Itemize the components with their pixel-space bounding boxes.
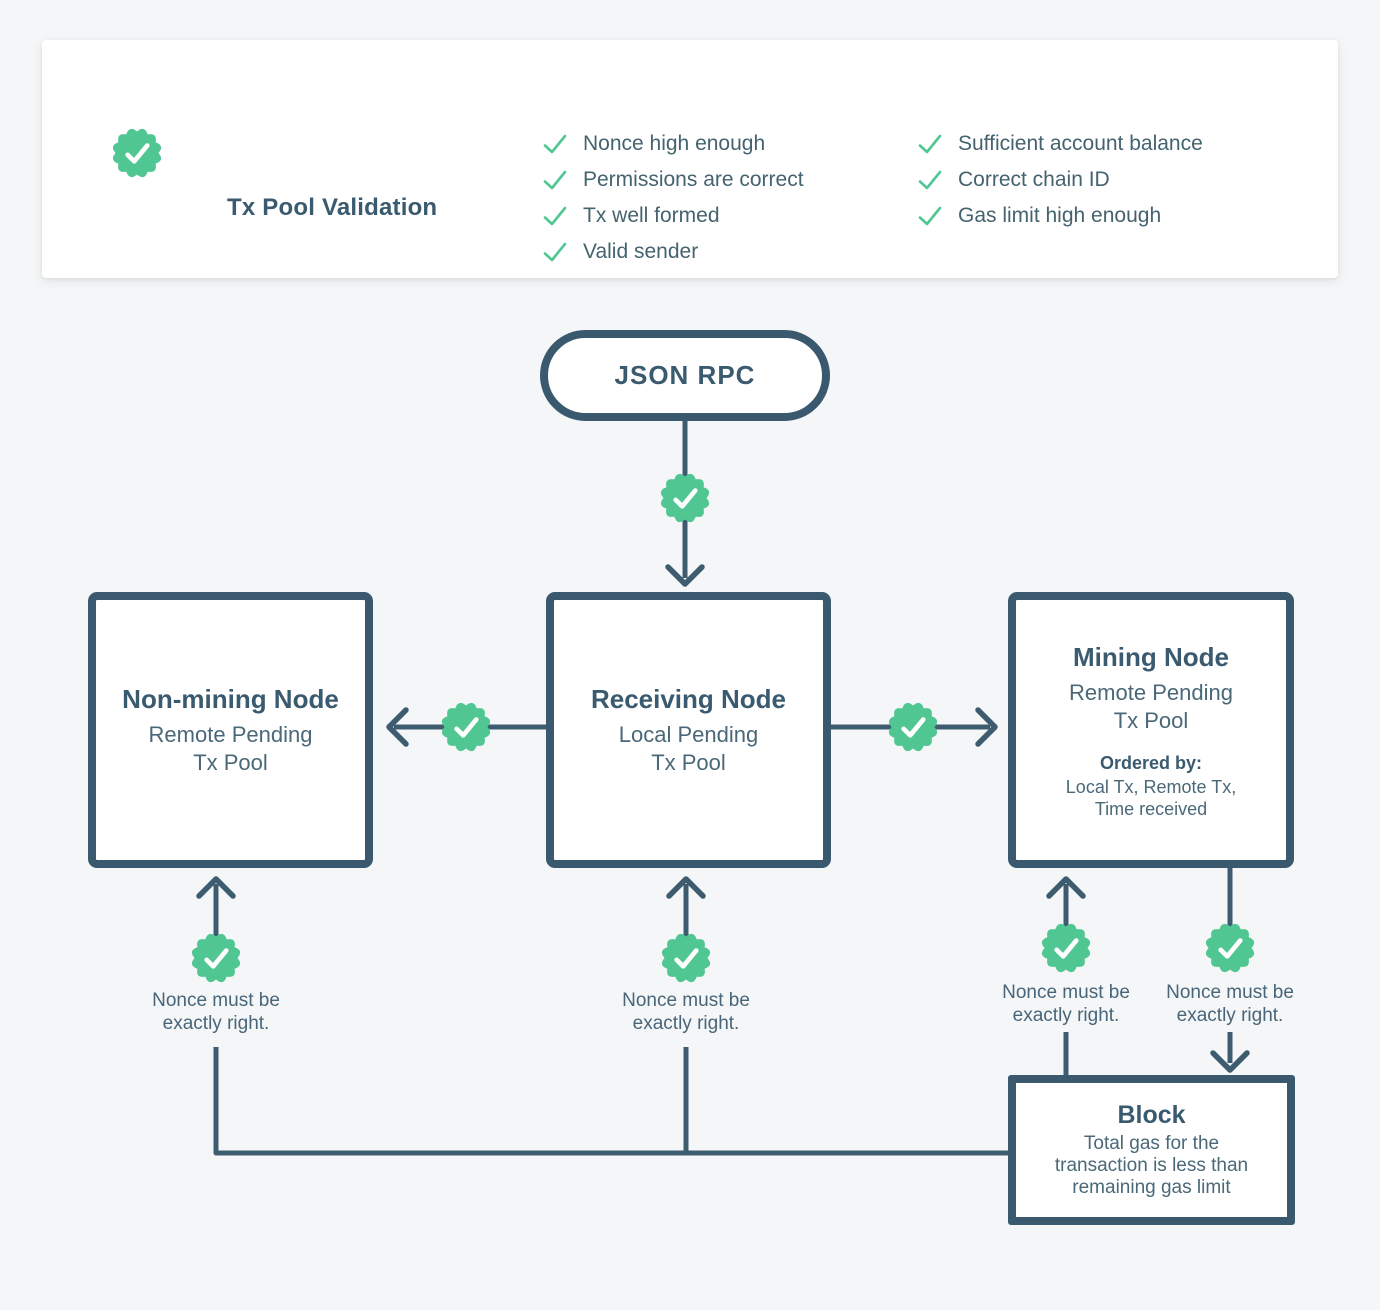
card-title: Tx Pool Validation xyxy=(227,194,438,222)
seal-check-icon xyxy=(1038,920,1094,976)
check-icon xyxy=(918,206,942,226)
check-item-label: Sufficient account balance xyxy=(958,132,1203,155)
check-item-label: Correct chain ID xyxy=(958,168,1110,191)
seal-check-icon xyxy=(657,470,713,526)
check-icon xyxy=(543,134,567,154)
checklist-column-2: Sufficient account balance Correct chain… xyxy=(917,126,1203,234)
node-title: Block xyxy=(1117,1101,1186,1129)
validation-card: Tx Pool Validation Nonce high enough Per… xyxy=(42,40,1338,278)
seal-check-icon xyxy=(109,125,165,181)
ordered-by-label: Ordered by: xyxy=(1099,752,1203,773)
check-item-label: Nonce high enough xyxy=(583,132,766,155)
check-item: Permissions are correct xyxy=(542,162,804,198)
check-item-label: Valid sender xyxy=(583,240,699,263)
node-json-rpc: JSON RPC xyxy=(540,330,830,421)
nonce-note: Nonce must be exactly right. xyxy=(1166,982,1294,1026)
node-mining: Mining Node Remote Pending Tx Pool Order… xyxy=(1008,592,1294,868)
nonce-note: Nonce must be exactly right. xyxy=(622,990,750,1034)
check-item: Nonce high enough xyxy=(542,126,804,162)
seal-check-icon xyxy=(438,699,494,755)
node-title: Receiving Node xyxy=(590,684,787,714)
ordered-by-values: Local Tx, Remote Tx, Time received xyxy=(1065,776,1237,819)
checklist-column-1: Nonce high enough Permissions are correc… xyxy=(542,126,804,270)
check-item-label: Gas limit high enough xyxy=(958,204,1162,227)
node-non-mining: Non-mining Node Remote Pending Tx Pool xyxy=(88,592,373,868)
nonce-note: Nonce must be exactly right. xyxy=(152,990,280,1034)
check-icon xyxy=(543,206,567,226)
check-icon xyxy=(543,242,567,262)
check-item: Tx well formed xyxy=(542,198,804,234)
seal-check-icon xyxy=(885,699,941,755)
check-item: Sufficient account balance xyxy=(917,126,1203,162)
node-receiving: Receiving Node Local Pending Tx Pool xyxy=(546,592,831,868)
node-subtitle: Local Pending Tx Pool xyxy=(618,722,759,775)
nonce-note: Nonce must be exactly right. xyxy=(1002,982,1130,1026)
check-item: Valid sender xyxy=(542,234,804,270)
node-subtitle: Remote Pending Tx Pool xyxy=(1069,679,1233,733)
node-json-rpc-label: JSON RPC xyxy=(614,360,756,390)
check-icon xyxy=(918,134,942,154)
node-subtitle: Total gas for the transaction is less th… xyxy=(1054,1133,1249,1198)
check-item: Gas limit high enough xyxy=(917,198,1203,234)
seal-check-icon xyxy=(1202,920,1258,976)
check-item-label: Tx well formed xyxy=(583,204,720,227)
check-icon xyxy=(918,170,942,190)
seal-check-icon xyxy=(658,930,714,986)
node-title: Non-mining Node xyxy=(122,684,339,714)
check-item: Correct chain ID xyxy=(917,162,1203,198)
check-item-label: Permissions are correct xyxy=(583,168,804,191)
seal-check-icon xyxy=(188,930,244,986)
node-block: Block Total gas for the transaction is l… xyxy=(1008,1075,1295,1225)
node-title: Mining Node xyxy=(1073,641,1229,672)
check-icon xyxy=(543,170,567,190)
node-subtitle: Remote Pending Tx Pool xyxy=(148,722,313,775)
